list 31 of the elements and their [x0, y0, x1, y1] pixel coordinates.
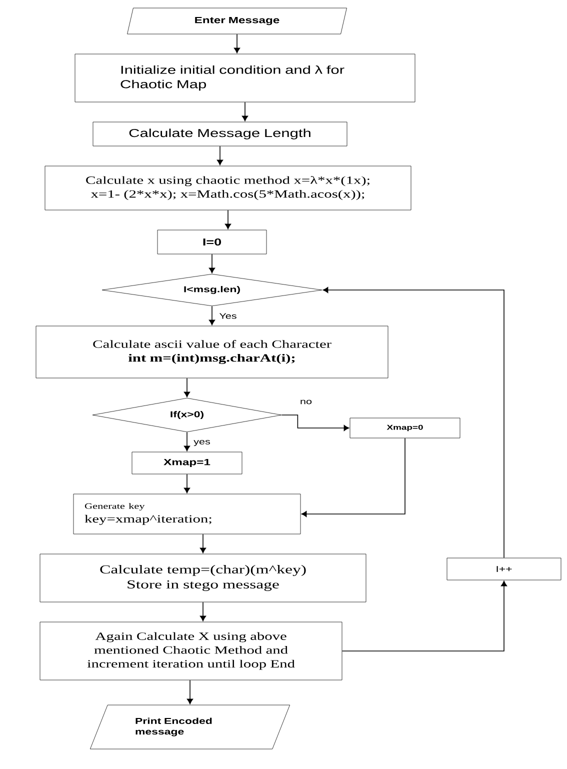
arrow	[200, 534, 206, 554]
arrow	[184, 378, 190, 398]
arrow	[242, 102, 248, 122]
arrow	[234, 34, 240, 54]
arrow	[281, 414, 350, 431]
edge-label: Yes	[218, 312, 238, 320]
arrow	[209, 306, 215, 326]
edge-label: yes	[192, 439, 212, 447]
process-box: Calculate Message Length	[92, 122, 348, 146]
process-box: Calculate temp=(char)(m^key) Store in stego message	[40, 554, 366, 602]
arrow	[187, 680, 193, 704]
arrow	[217, 146, 223, 166]
process-box: I++	[446, 558, 562, 580]
arrow	[322, 287, 504, 558]
arrow	[301, 438, 406, 517]
arrow	[184, 432, 190, 452]
arrow	[209, 254, 215, 274]
process-box: Initialize initial condition and λ for Chaotic Map	[74, 54, 416, 102]
process-box: I=0	[157, 230, 267, 254]
arrow	[342, 580, 507, 652]
process-box: Generate key key=xmap^iteration;	[73, 494, 301, 534]
arrow	[200, 602, 206, 622]
input-output-box: Enter Message	[127, 8, 347, 34]
input-output-box: Print Encoded message	[90, 704, 290, 750]
process-box: Calculate x using chaotic method x=λ*x*(1x); x=1- (2*x*x); x=Math.cos(5*Math.acos(x));	[44, 166, 412, 210]
arrow	[184, 474, 190, 494]
process-box: Calculate ascii value of each Character int m=(int)msg.charAt(i);	[36, 326, 388, 378]
process-box: Again Calculate X using above mentioned Chaotic Method and increment iteration until loop End	[40, 622, 342, 680]
process-box: Xmap=1	[132, 452, 242, 474]
edge-label: no	[299, 398, 313, 406]
arrow	[225, 210, 231, 230]
